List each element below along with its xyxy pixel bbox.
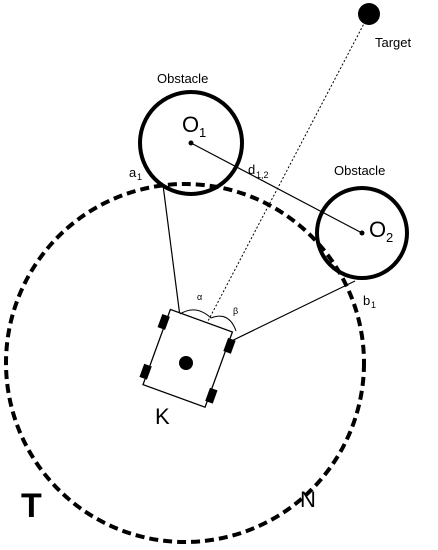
robot-wheel: [205, 387, 218, 404]
obstacle-2-label: Obstacle: [334, 163, 385, 178]
a1-subscript: 1: [137, 172, 142, 182]
o2-subscript: 2: [386, 230, 393, 245]
distance-line-d12: [190, 142, 363, 234]
b1-subscript: 1: [371, 300, 376, 310]
angle-beta-arc: [210, 315, 237, 332]
target-label: Target: [375, 35, 412, 50]
beta-label: β: [233, 306, 238, 316]
target-marker: [358, 3, 380, 25]
obstacle-1-label: Obstacle: [157, 71, 208, 86]
o2-label: O: [369, 217, 386, 242]
obstacle-2-circle: [315, 186, 409, 280]
robot-label: K: [155, 404, 170, 429]
region-t-label: T: [21, 487, 42, 525]
obstacle-2-center: [359, 230, 365, 236]
b1-label: b: [363, 293, 370, 308]
robot-center: [179, 356, 193, 370]
region-n-label: N: [300, 487, 316, 512]
distance-label: d: [248, 162, 255, 177]
angle-alpha-arc: [179, 309, 212, 319]
alpha-label: α: [197, 292, 202, 302]
sensing-range-circle: [4, 182, 366, 544]
obstacle-1-center: [188, 140, 194, 146]
o1-label: O: [182, 112, 199, 137]
obstacle-1-circle: [138, 90, 244, 196]
robot-wheel: [223, 337, 236, 354]
o1-subscript: 1: [199, 125, 206, 140]
robot-vehicle: [139, 308, 236, 409]
robot-wheel: [139, 363, 152, 380]
a1-label: a: [129, 165, 137, 180]
robot-wheel: [157, 313, 170, 330]
distance-subscript: 1,2: [256, 170, 269, 180]
